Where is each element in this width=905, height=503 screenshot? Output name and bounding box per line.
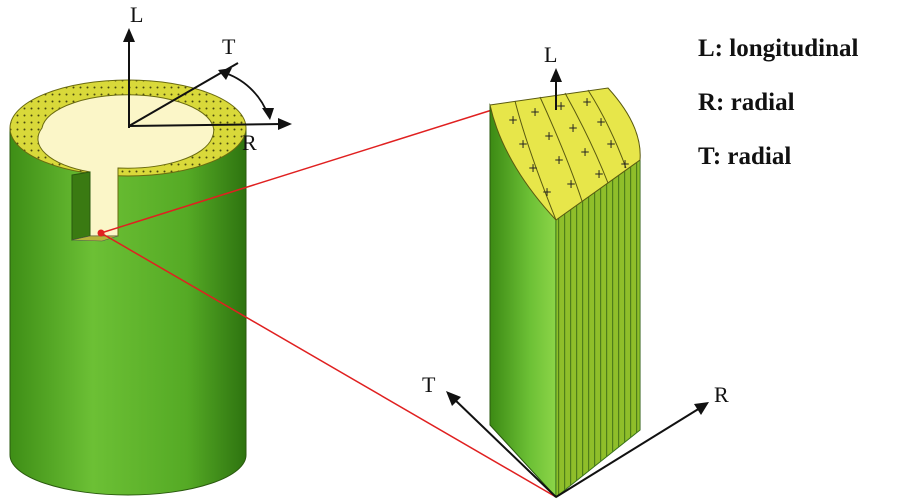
left-label-R: R	[242, 130, 257, 155]
left-axis-R-line	[128, 123, 283, 127]
cylinder	[9, 79, 247, 496]
left-axis-T-line	[128, 62, 239, 127]
svg-text:+: +	[544, 129, 554, 143]
connector-line-top	[100, 109, 493, 234]
svg-text:+: +	[530, 105, 540, 119]
left-angle-arrow-bottom	[262, 108, 274, 120]
svg-text:+: +	[554, 153, 564, 167]
zoom-connector	[100, 109, 557, 498]
left-axis-R-arrow	[278, 118, 292, 130]
legend-item-radial: R: radial	[698, 89, 795, 116]
svg-text:+: +	[542, 185, 552, 199]
legend-item-tangential: T: radial	[698, 143, 792, 170]
svg-text:+: +	[568, 121, 578, 135]
svg-text:+: +	[606, 137, 616, 151]
right-axis-T-arrow	[446, 391, 461, 406]
right-axis-R-arrow	[694, 402, 709, 415]
svg-text:+: +	[582, 95, 592, 109]
svg-text:+: +	[594, 167, 604, 181]
legend: L: longitudinal R: radial T: radial	[698, 34, 858, 196]
left-axis-L-arrow	[123, 28, 135, 42]
left-label-T: T	[222, 34, 236, 59]
block-top-crosses: ++++ ++++ ++++ ++++	[508, 95, 630, 199]
connector-line-bottom	[100, 232, 557, 498]
left-angle-arrow-top	[218, 68, 232, 80]
legend-item-longitudinal: L: longitudinal	[698, 35, 859, 62]
left-label-L: L	[130, 2, 143, 27]
block-right-face-overlay	[556, 160, 640, 497]
cylinder-slot-floor	[71, 235, 119, 242]
right-axis-T-line	[452, 397, 557, 498]
right-axis-L-arrow	[550, 68, 562, 82]
svg-text:+: +	[620, 157, 630, 171]
cylinder-slot-side	[71, 171, 91, 241]
sample-block: ++++ ++++ ++++ ++++	[489, 87, 641, 499]
svg-text:+: +	[556, 99, 566, 113]
svg-text:+: +	[528, 161, 538, 175]
right-axes	[446, 68, 709, 498]
cylinder-body	[9, 127, 247, 496]
block-top-grain	[514, 89, 627, 221]
right-label-L: L	[544, 42, 557, 67]
svg-text:+: +	[566, 177, 576, 191]
cylinder-cutout-inner	[37, 94, 215, 237]
svg-text:+: +	[518, 137, 528, 151]
right-label-T: T	[422, 372, 436, 397]
svg-text:+: +	[508, 113, 518, 127]
right-axis-R-line	[555, 407, 701, 498]
svg-text:+: +	[580, 145, 590, 159]
right-label-R: R	[714, 382, 729, 407]
svg-text:+: +	[596, 115, 606, 129]
left-axes	[123, 28, 292, 130]
